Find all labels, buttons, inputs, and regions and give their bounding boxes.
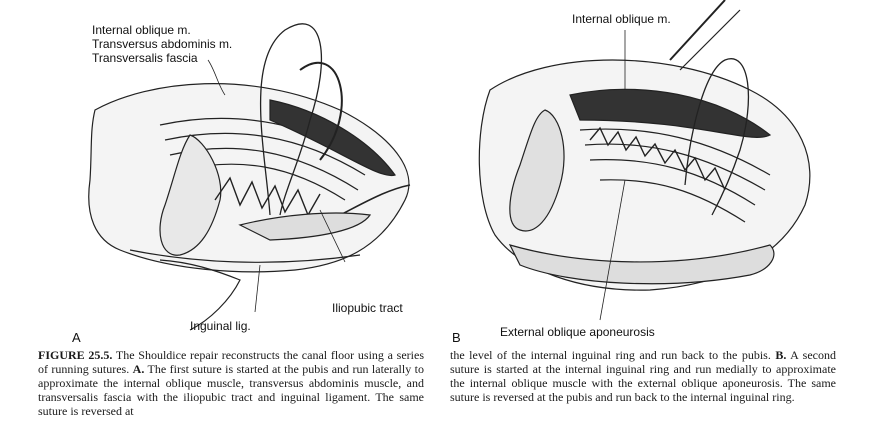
panel-letter-a: A (72, 330, 81, 345)
label-external-oblique-aponeurosis: External oblique aponeurosis (500, 325, 655, 339)
figure-panel-b: Internal oblique m. External oblique apo… (450, 0, 850, 345)
figure-number: FIGURE 25.5. (38, 348, 113, 362)
label-transversalis-fascia: Transversalis fascia (92, 51, 198, 65)
label-transversus-abdominis: Transversus abdominis m. (92, 37, 233, 51)
figure-caption-right: the level of the internal inguinal ring … (450, 348, 836, 404)
label-internal-oblique-a: Internal oblique m. (92, 23, 191, 37)
figure-caption-left: FIGURE 25.5. The Shouldice repair recons… (38, 348, 424, 418)
label-internal-oblique-b: Internal oblique m. (572, 12, 671, 26)
caption-marker-a: A. (132, 362, 145, 376)
caption-marker-b: B. (775, 348, 787, 362)
figure-panel-a: Internal oblique m. Transversus abdomini… (40, 0, 440, 345)
caption-text-a: The first suture is started at the pubis… (38, 362, 424, 418)
surgical-illustration-b (478, 0, 811, 321)
panel-letter-b: B (452, 330, 461, 345)
caption-intro: The Shouldice repair reconstructs the ca… (38, 348, 425, 376)
label-iliopubic-tract: Iliopubic tract (332, 301, 403, 315)
caption-continued: the level of the internal inguinal ring … (450, 348, 776, 362)
caption-text-b: A second suture is started at the intern… (450, 348, 836, 404)
label-inguinal-ligament: Inguinal lig. (190, 319, 251, 333)
surgical-illustration-a (88, 23, 411, 331)
